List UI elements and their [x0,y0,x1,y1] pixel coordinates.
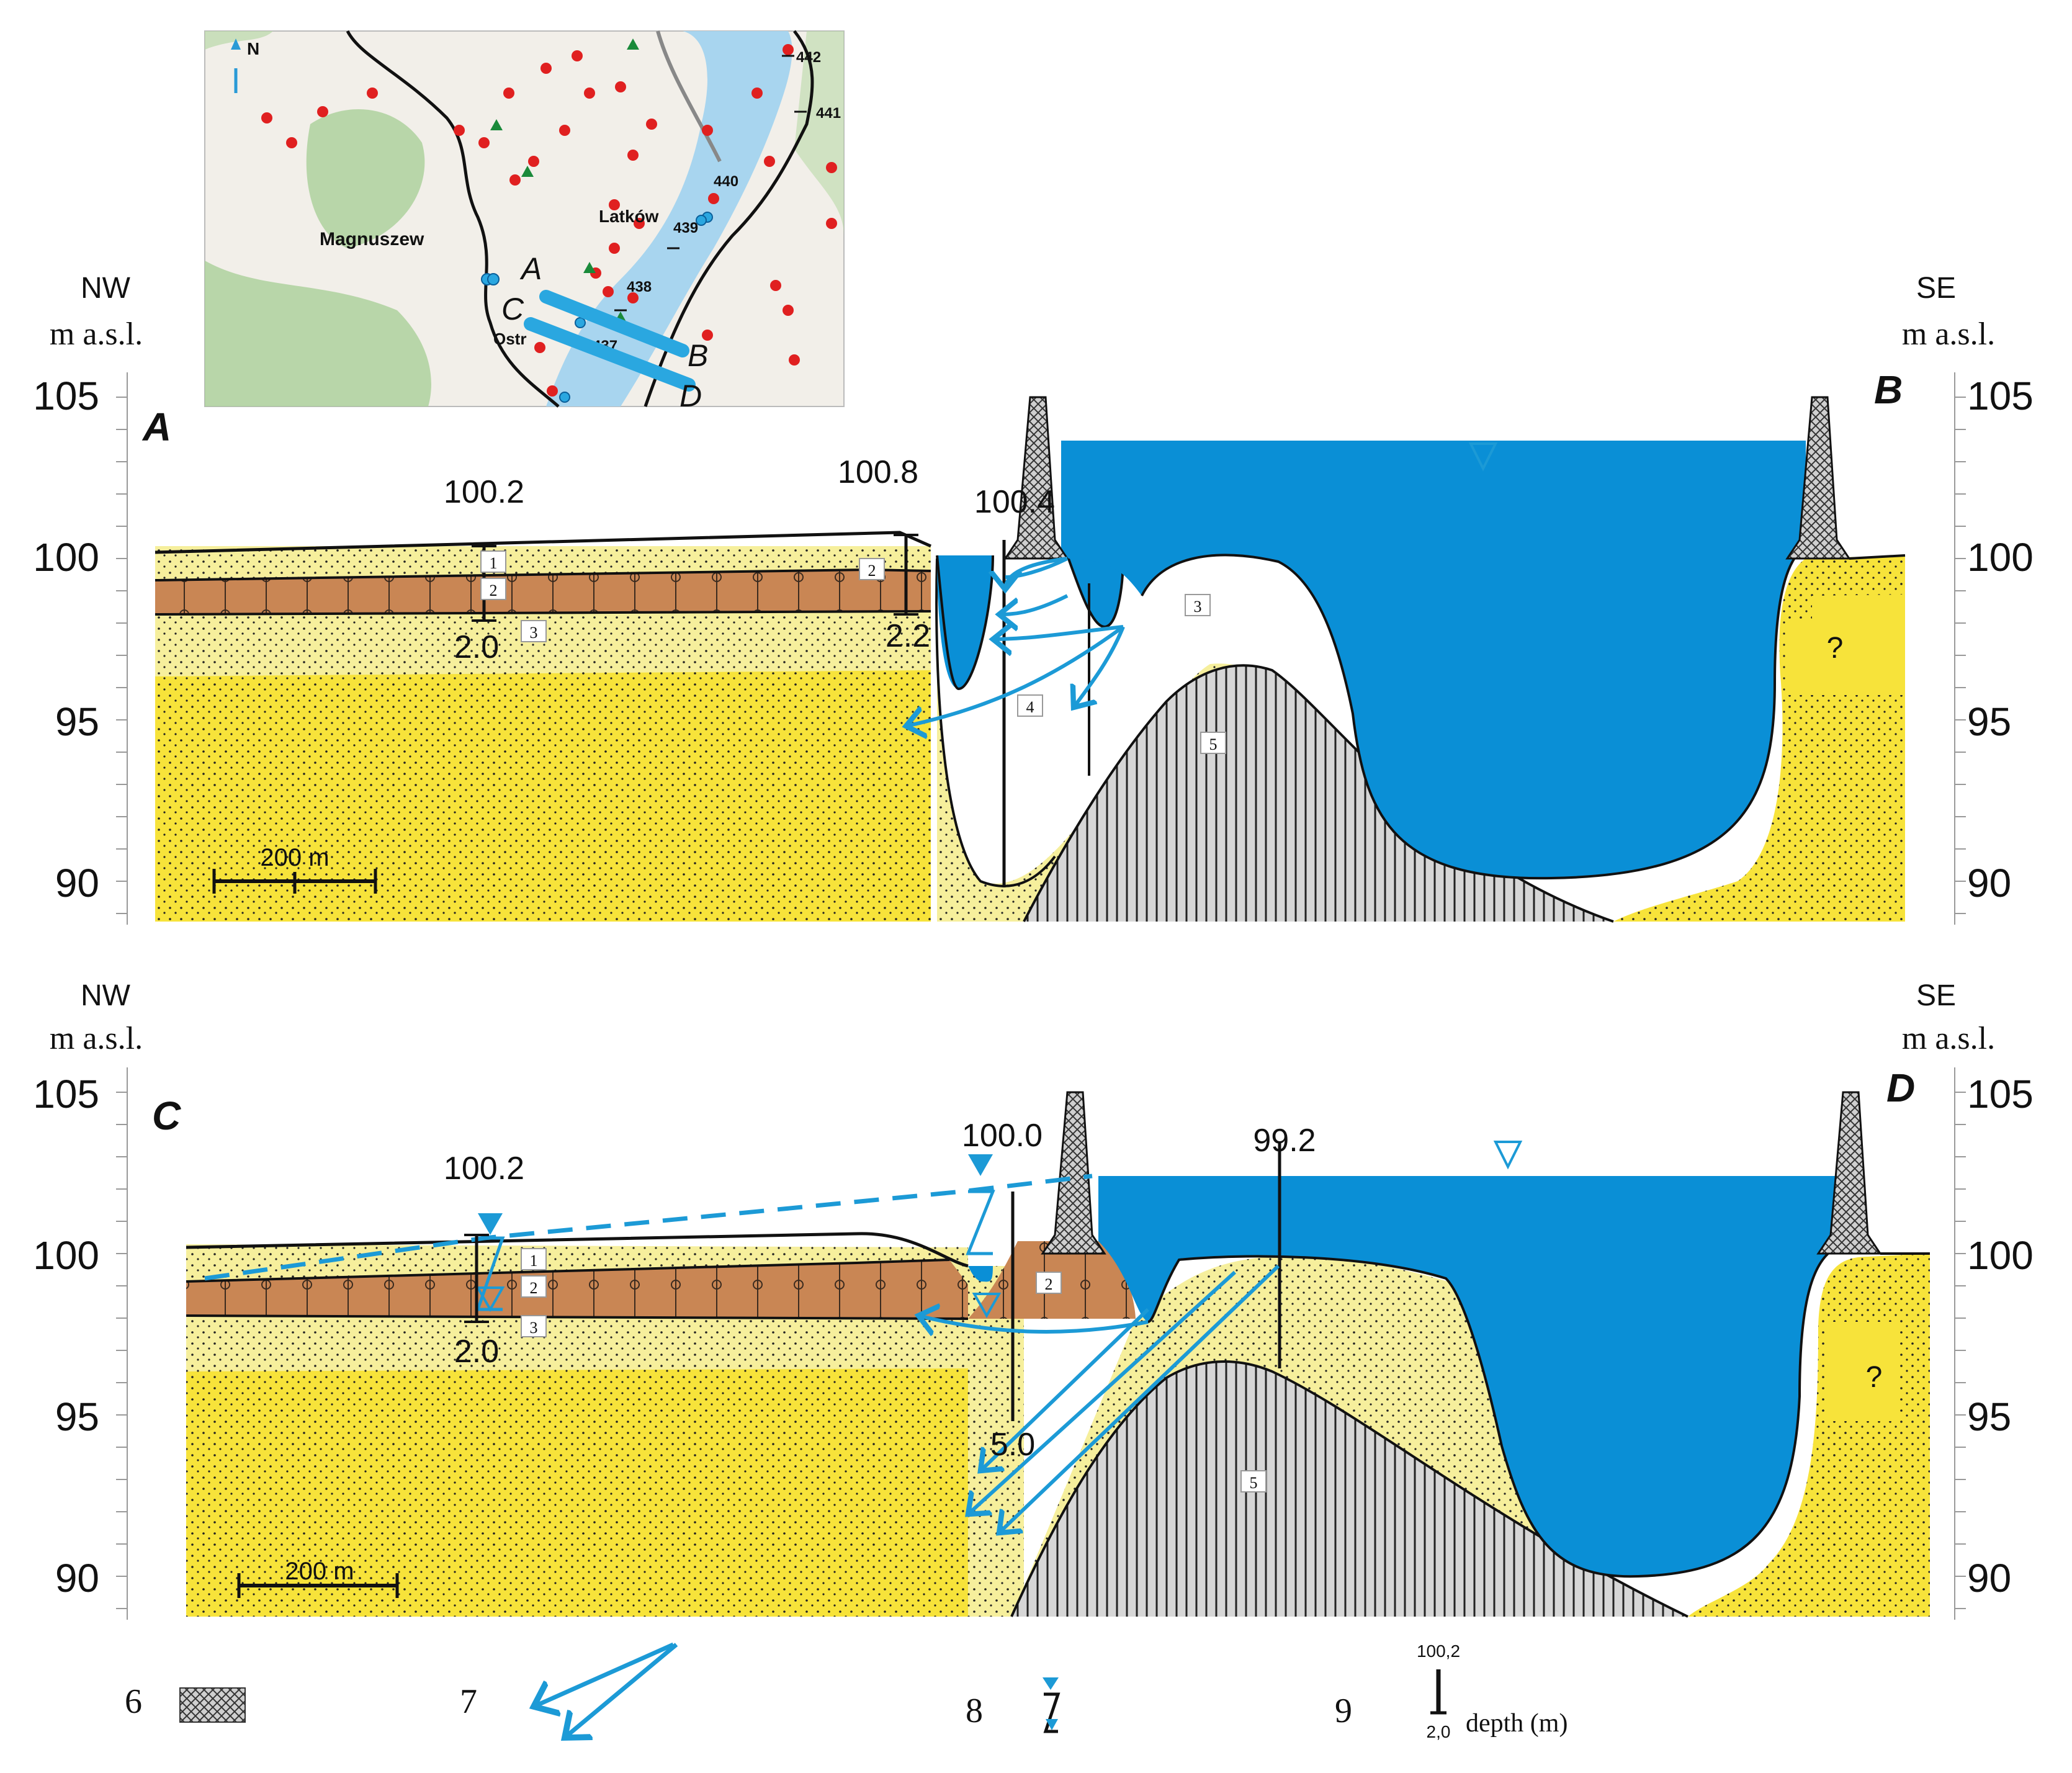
legend-number-8: 8 [966,1692,983,1730]
borehole-1-depth: 2.0 [454,629,499,665]
legend-depth-label: depth (m) [1466,1709,1567,1738]
direction-right: SE [1916,272,1956,305]
borehole-2-elevation: 100.8 [838,454,918,490]
section-letter-a: A [141,405,171,449]
y-tick-95-right: 95 [1967,699,2011,744]
km-440: 440 [714,173,738,190]
borehole-3-elevation: 100.4 [974,484,1055,520]
borehole-2-depth: 5.0 [990,1427,1035,1463]
borehole-1-elevation: 100.2 [444,474,524,510]
layer-label: 1 [490,554,498,572]
direction-right: SE [1916,979,1956,1012]
layer-label: 5 [1209,735,1218,753]
legend-number-6: 6 [125,1682,142,1721]
profile-line-ab [539,290,689,357]
km-439: 439 [673,220,698,236]
y-tick-100-right: 100 [1967,535,2034,580]
unit-right: m a.s.l. [1902,1021,1995,1056]
y-tick-105-right: 105 [1967,374,2034,418]
y-tick-105: 105 [33,1072,99,1116]
y-tick-95-right: 95 [1967,1394,2011,1439]
y-tick-90: 90 [55,861,99,905]
unit-right: m a.s.l. [1902,316,1995,352]
borehole-3-elevation: 99.2 [1253,1123,1316,1159]
legend-borehole-top: 100,2 [1417,1641,1460,1661]
profile-line-cd [524,317,696,392]
y-tick-105-right: 105 [1967,1072,2034,1116]
layer-label: 2 [1045,1275,1053,1293]
section-letter-b: B [1874,367,1903,412]
map-label-c: C [501,292,524,326]
map-label-b: B [688,338,708,373]
legend-number-9: 9 [1335,1692,1352,1730]
flow-arrow-icon [534,1642,678,1738]
water-table-symbol [1043,1677,1061,1733]
y-tick-90-right: 90 [1967,861,2011,905]
layer-label: 5 [1250,1474,1258,1492]
legend-borehole-bottom: 2,0 [1427,1722,1451,1741]
borehole-2-depth: 2.2 [886,618,930,654]
map-label-d: D [679,379,702,413]
y-tick-90: 90 [55,1556,99,1600]
map-label-a: A [519,251,542,286]
unit-left: m a.s.l. [50,316,143,352]
y-tick-105: 105 [33,374,99,418]
legend-number-7: 7 [460,1682,477,1721]
layer-label: 3 [1194,598,1202,616]
cross-section-cd: 1 2 3 2 5 ? 100.2 2.0 100.0 5.0 99.2 200… [33,979,2034,1620]
scale-bar-label: 200 m [285,1558,354,1585]
groundwater-table [204,1174,1093,1281]
cross-section-ab: 1 2 3 2 3 4 5 ? 100.2 2.0 100.8 2.2 100.… [33,272,2034,925]
borehole-1-depth: 2.0 [454,1334,499,1370]
km-438: 438 [627,279,652,295]
town-ostr: Ostr [493,330,526,348]
y-tick-100: 100 [33,535,99,580]
unit-left: m a.s.l. [50,1021,143,1056]
y-tick-95: 95 [55,699,99,744]
legend: 6 7 8 9 100,2 2,0 depth (m) [125,1641,1567,1741]
water-level-symbol [1493,1141,1523,1170]
unknown-mark: ? [1827,632,1844,665]
y-tick-95: 95 [55,1394,99,1439]
unknown-mark: ? [1866,1361,1883,1394]
direction-left: NW [81,979,131,1012]
layer-label: 2 [490,581,498,599]
borehole-2-elevation: 100.0 [962,1118,1043,1154]
y-tick-100-right: 100 [1967,1233,2034,1278]
layer-label: 2 [530,1279,538,1297]
km-442: 442 [796,49,821,66]
water-level-symbol [1468,442,1498,472]
layer-label: 4 [1026,698,1034,716]
scale-bar-label: 200 m [260,844,329,871]
location-map: N Magnuszew [204,30,845,413]
layer-label: 3 [530,624,538,642]
y-tick-100: 100 [33,1233,99,1278]
section-letter-c: C [152,1093,181,1138]
north-label: N [247,39,259,58]
section-letter-d: D [1886,1066,1915,1110]
km-441: 441 [816,105,841,122]
town-magnuszew: Magnuszew [320,229,424,249]
y-tick-90-right: 90 [1967,1556,2011,1600]
layer-label: 1 [530,1252,538,1270]
town-latkow: Latków [599,207,659,226]
layer-label: 3 [530,1319,538,1337]
borehole-1-elevation: 100.2 [444,1151,524,1187]
layer-label: 2 [868,562,876,580]
direction-left: NW [81,272,131,305]
